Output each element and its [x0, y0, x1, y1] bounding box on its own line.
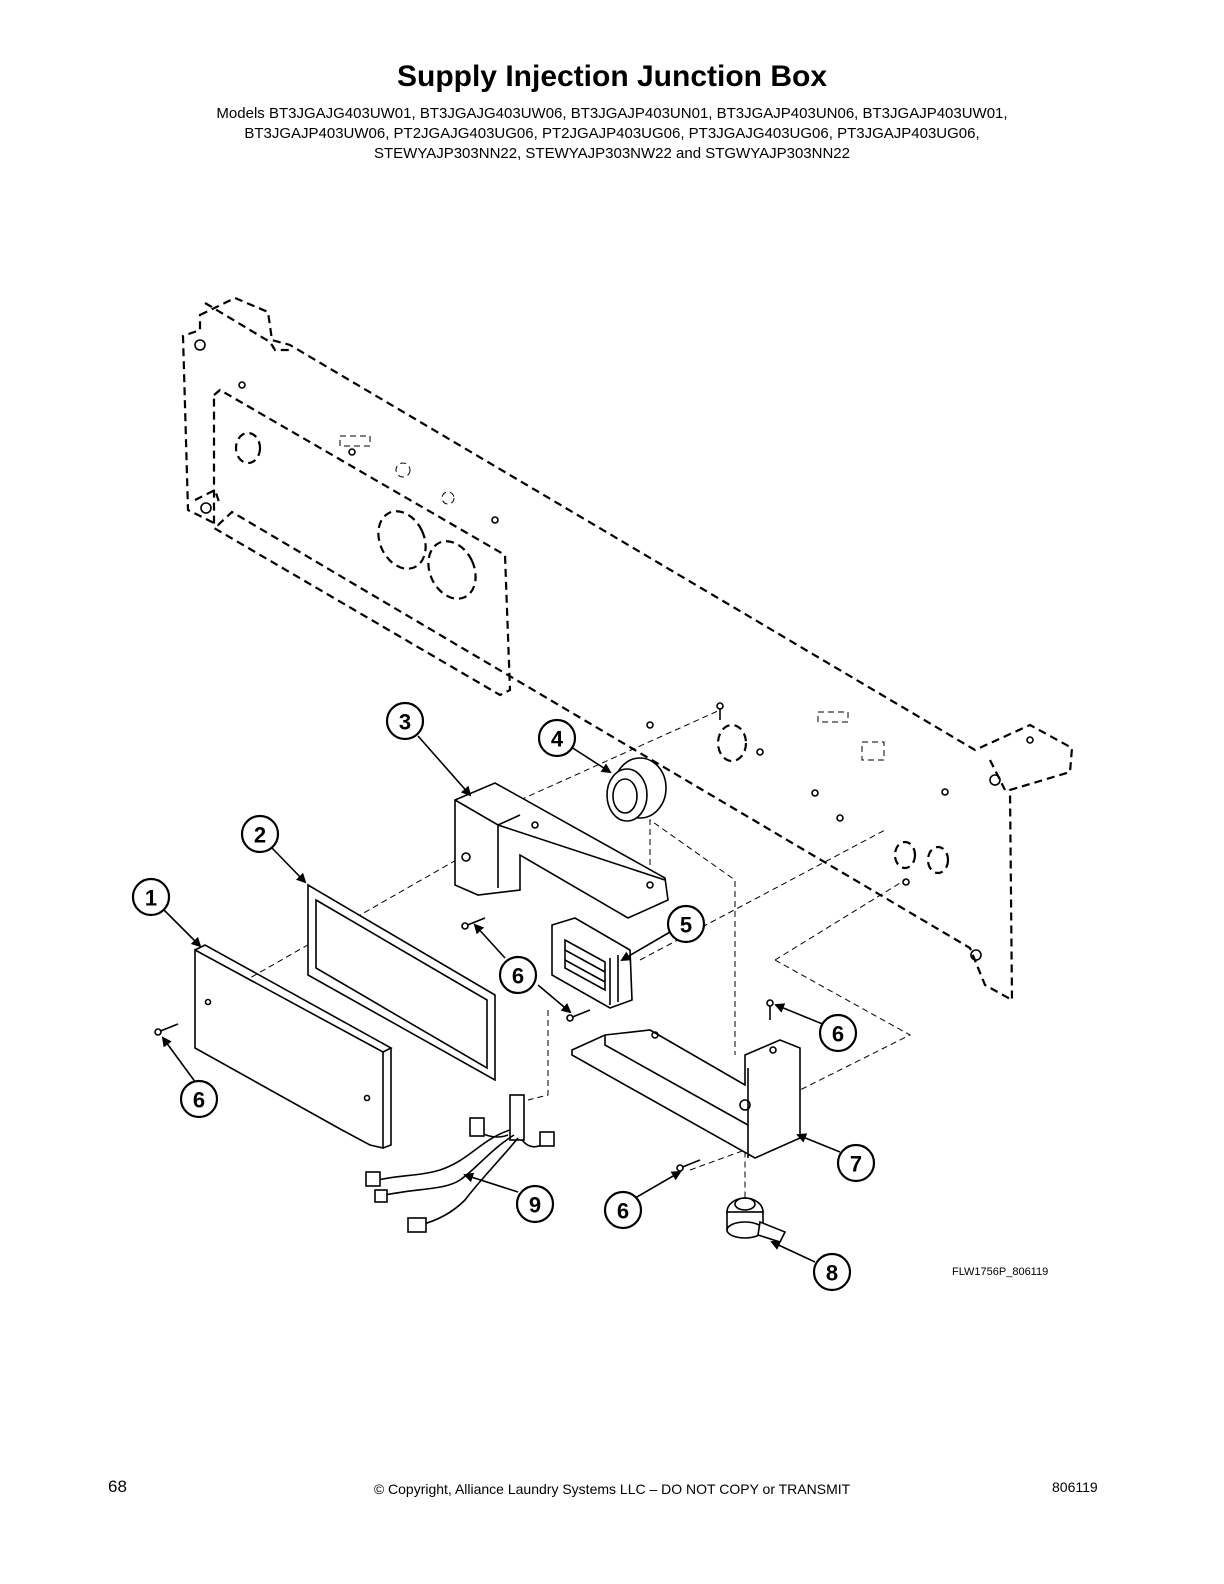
- part-6-screws: [154, 702, 774, 1172]
- part-5-terminal-block: [551, 917, 633, 1009]
- callout-5: 5: [666, 904, 706, 944]
- callout-label: 4: [551, 727, 564, 752]
- callout-6: 6: [179, 1079, 219, 1119]
- callout-4: 4: [537, 718, 577, 758]
- callout-1: 1: [131, 877, 171, 917]
- figure-id: FLW1756P_806119: [952, 1266, 1049, 1278]
- callout-3: 3: [385, 701, 425, 741]
- callout-6: 6: [603, 1190, 643, 1230]
- part-3-upper-bracket: [454, 782, 669, 919]
- part-4-bushing: [606, 757, 667, 822]
- callout-6: 6: [818, 1013, 858, 1053]
- page-number: 68: [108, 1477, 127, 1496]
- callout-label: 8: [826, 1261, 838, 1286]
- page-title: Supply Injection Junction Box: [396, 60, 828, 93]
- callout-label: 6: [617, 1199, 629, 1224]
- callout-label: 6: [512, 964, 524, 989]
- document-number: 806119: [1052, 1479, 1098, 1495]
- callout-label: 6: [832, 1022, 844, 1047]
- callout-label: 9: [529, 1193, 541, 1218]
- part-8-valve: [726, 1197, 787, 1243]
- callout-8: 8: [812, 1252, 852, 1292]
- callout-2: 2: [240, 814, 280, 854]
- callout-label: 1: [145, 886, 157, 911]
- callout-7: 7: [836, 1143, 876, 1183]
- callout-label: 2: [254, 823, 266, 848]
- leader-lines: [161, 735, 841, 1263]
- callout-label: 6: [193, 1088, 205, 1113]
- part-2-gasket: [307, 883, 496, 1082]
- callout-label: 7: [850, 1152, 862, 1177]
- model-list: Models BT3JGAJG403UW01, BT3JGAJG403UW06,…: [0, 104, 1224, 164]
- callout-9: 9: [515, 1184, 555, 1224]
- part-7-lower-bracket: [571, 1029, 801, 1159]
- callout-label: 5: [680, 913, 692, 938]
- callout-label: 3: [399, 710, 411, 735]
- model-line: Models BT3JGAJG403UW01, BT3JGAJG403UW06,…: [216, 105, 1008, 122]
- rear-panel-outline: [181, 296, 1074, 1002]
- part-1-cover-plate: [194, 944, 393, 1150]
- assembly-lines: [207, 709, 912, 1205]
- model-line: STEWYAJP303NN22, STEWYAJP303NW22 and STG…: [373, 145, 850, 162]
- model-line: BT3JGAJP403UW06, PT2JGAJG403UG06, PT2JGA…: [244, 125, 980, 142]
- callout-6: 6: [498, 955, 538, 995]
- part-9-wire-harness: [365, 1094, 555, 1233]
- copyright-notice: © Copyright, Alliance Laundry Systems LL…: [373, 1481, 851, 1497]
